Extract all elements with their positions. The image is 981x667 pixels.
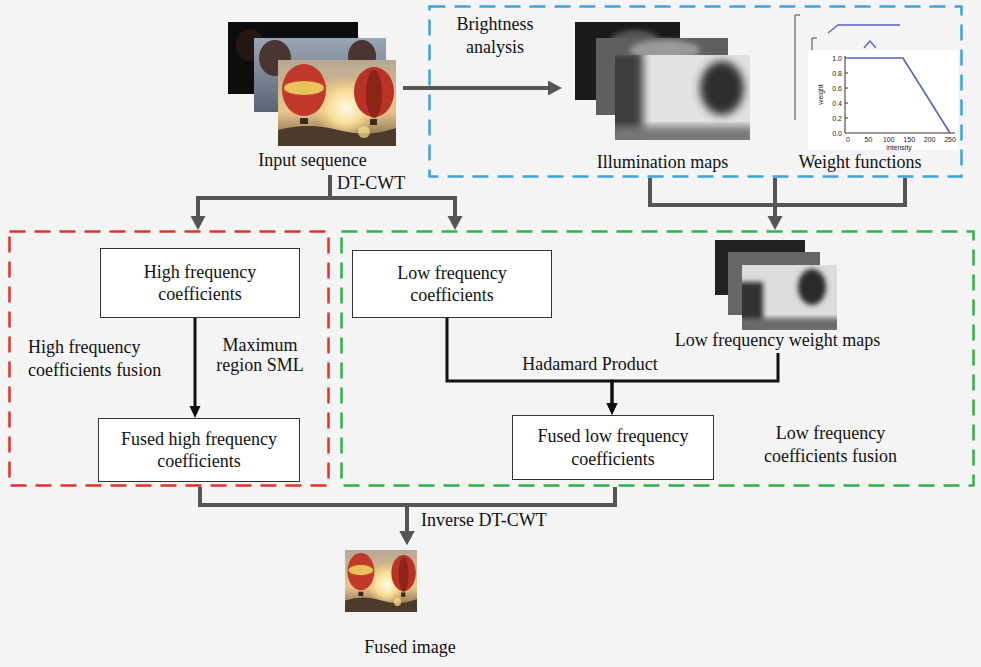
- connector: [403, 81, 562, 96]
- connector-line: [407, 487, 615, 534]
- bright-exposure: [278, 60, 396, 146]
- arrowhead: [400, 531, 415, 545]
- image-caption: Illumination maps: [562, 152, 763, 173]
- box-text: High frequency coefficients: [107, 261, 293, 306]
- arrowhead: [607, 403, 618, 415]
- plot-axis: [845, 133, 955, 134]
- plot-tick: [845, 103, 848, 104]
- image-panel: Weight functions: [762, 10, 958, 175]
- connector-line: [200, 487, 407, 534]
- process-box: Fused low frequency coefficients: [512, 415, 714, 480]
- dashed-border: [10, 232, 329, 486]
- tick-label: 0: [838, 135, 858, 144]
- map-shadow: [700, 61, 744, 115]
- connector-line: [330, 175, 455, 219]
- map-shadow: [742, 318, 837, 330]
- plot-axis: [795, 15, 796, 120]
- box-text: Fused high frequency coefficients: [105, 428, 293, 473]
- weight-curve: [864, 41, 876, 48]
- region-label: Brightness analysis: [440, 13, 550, 58]
- tick-label: 100: [879, 135, 899, 144]
- plot-tick: [845, 88, 848, 89]
- weight-curve: [848, 58, 950, 133]
- connector-line: [773, 178, 777, 219]
- image-panel: Illumination maps: [562, 22, 763, 177]
- tick-label: 0.8: [824, 69, 842, 78]
- arrowhead: [607, 403, 618, 415]
- connector: [200, 487, 415, 545]
- plot-tick: [845, 118, 848, 119]
- connector-line: [403, 86, 551, 90]
- input-image-stack: [228, 22, 396, 146]
- axis-title: intensity: [874, 143, 924, 152]
- process-box: High frequency coefficients: [100, 248, 300, 318]
- tick-label: 1.0: [824, 54, 842, 63]
- plot-tick: [845, 73, 848, 74]
- plot-axis: [845, 56, 846, 133]
- plot-tick: [845, 58, 848, 59]
- map-shading: [615, 55, 750, 140]
- region-label: Low frequency coefficients fusion: [748, 422, 913, 467]
- edge-label: DT-CWT: [337, 174, 427, 194]
- arrowhead: [448, 216, 463, 230]
- connector-line: [198, 175, 330, 219]
- arrowhead: [190, 406, 201, 418]
- fused-image: [345, 550, 417, 612]
- connector: [191, 175, 331, 230]
- weight-function-plots: [795, 15, 958, 150]
- dashed-border: [430, 7, 962, 177]
- connector: [330, 175, 463, 230]
- arrowhead: [768, 216, 783, 230]
- tick-label: 150: [899, 135, 919, 144]
- merge-line: [650, 178, 905, 205]
- image-panel: Fused image: [337, 545, 483, 663]
- process-box: Low frequency coefficients: [352, 250, 552, 318]
- plot-axis: [812, 38, 817, 39]
- image-caption: Weight functions: [762, 152, 958, 173]
- box-text: Low frequency coefficients: [359, 262, 545, 307]
- edge-label: Hadamard Product: [505, 355, 675, 375]
- connector: [768, 178, 783, 230]
- tick-label: 250: [940, 135, 960, 144]
- illumination-map-stack: [575, 22, 755, 146]
- tick-label: 200: [920, 135, 940, 144]
- connector: [190, 318, 201, 418]
- map-shadow: [798, 269, 826, 305]
- tick-label: 0.6: [824, 84, 842, 93]
- image-panel: Low frequency weight maps: [647, 238, 908, 353]
- arrowhead: [191, 216, 206, 230]
- tick-label: 0.0: [824, 129, 842, 138]
- tick-label: 0.4: [824, 99, 842, 108]
- image-caption: Fused image: [337, 637, 483, 658]
- map-shading: [742, 269, 837, 330]
- connector-line: [194, 318, 197, 408]
- image-panel: Input sequence: [222, 18, 403, 175]
- connector: [400, 487, 616, 545]
- tick-label: 0.2: [824, 114, 842, 123]
- box-text: Fused low frequency coefficients: [519, 425, 707, 470]
- arrowhead: [400, 531, 415, 545]
- weight-map-stack: [715, 240, 841, 337]
- image-caption: Input sequence: [222, 150, 403, 171]
- process-box: Fused high frequency coefficients: [98, 418, 300, 482]
- map-shadow: [615, 126, 750, 140]
- plot-axis: [795, 15, 800, 16]
- image-caption: Low frequency weight maps: [647, 330, 908, 351]
- plot-background: [808, 50, 958, 150]
- dashed-border: [342, 232, 974, 486]
- edge-label: Maximum region SML: [206, 336, 314, 376]
- arrowhead: [548, 81, 562, 96]
- tick-label: 50: [858, 135, 878, 144]
- dashed-region: Brightness analysisIllumination mapsWeig…: [428, 5, 963, 178]
- edge-label: Inverse DT-CWT: [421, 511, 591, 531]
- region-label: High frequency coefficients fusion: [28, 336, 188, 381]
- weight-curve: [828, 25, 900, 33]
- axis-title: weight: [816, 75, 825, 115]
